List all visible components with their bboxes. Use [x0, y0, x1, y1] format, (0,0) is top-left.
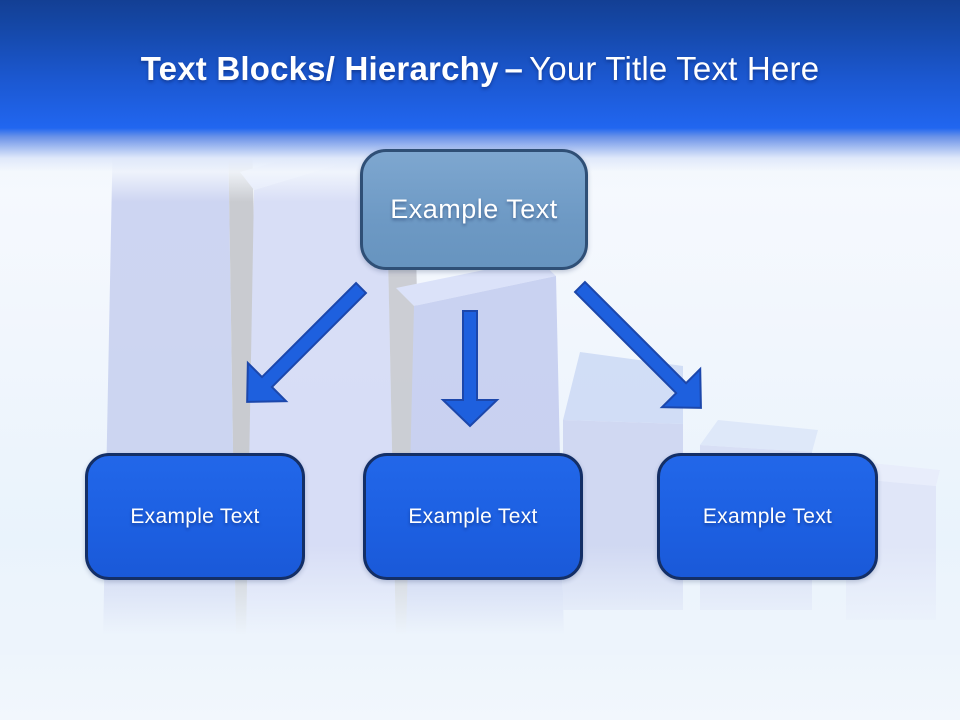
child-text-block-2[interactable]: Example Text — [363, 453, 583, 580]
child-text-block-1-label: Example Text — [130, 504, 260, 528]
child-text-block-1[interactable]: Example Text — [85, 453, 305, 580]
title-separator: – — [504, 50, 524, 87]
root-text-block-label: Example Text — [390, 194, 558, 224]
child-text-block-3-label: Example Text — [702, 504, 833, 528]
child-text-block-2-label: Example Text — [408, 504, 538, 528]
title-bold-text: Text Blocks/ Hierarchy — [140, 50, 499, 87]
title-regular-text: Your Title Text Here — [529, 50, 820, 87]
child-text-block-3[interactable]: Example Text — [657, 453, 878, 580]
background-cube-top — [700, 420, 818, 452]
slide-title: Text Blocks/ Hierarchy–Your Title Text H… — [0, 50, 960, 88]
background-cube-top — [563, 352, 683, 424]
background-bar-top — [396, 259, 556, 306]
slide-header: Text Blocks/ Hierarchy–Your Title Text H… — [0, 0, 960, 128]
root-text-block[interactable]: Example Text — [360, 149, 588, 270]
